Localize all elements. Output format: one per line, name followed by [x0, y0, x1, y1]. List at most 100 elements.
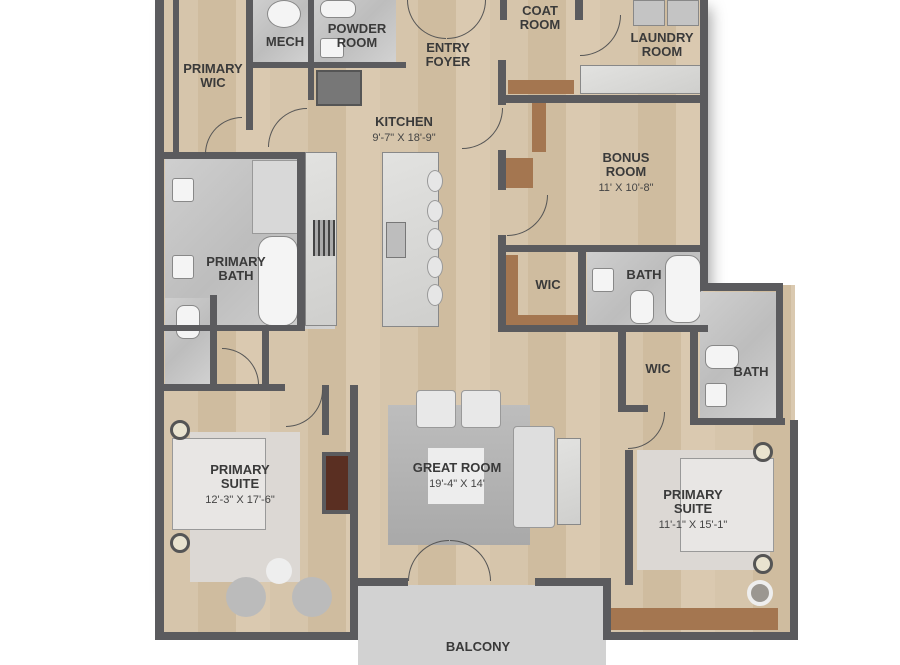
wall: [262, 330, 269, 390]
room-name: PRIMARY SUITE: [210, 462, 270, 491]
room-label-primary-wic: PRIMARY WIC: [178, 62, 248, 90]
laundry-counter: [580, 65, 702, 94]
console-table: [557, 438, 581, 525]
room-dimensions: 19'-4" X 14': [429, 478, 485, 490]
room-label-mech: MECH: [266, 35, 304, 49]
room-name: COAT ROOM: [519, 3, 561, 32]
room-label-bath-2: BATH: [733, 365, 768, 379]
room-label-bonus-room: BONUS ROOM 11' X 10'-8": [581, 151, 671, 195]
room-dimensions: 12'-3" X 17'-6": [205, 494, 275, 506]
room-dimensions: 11'-1" X 15'-1": [658, 519, 728, 531]
room-name: ENTRY FOYER: [425, 40, 471, 69]
wall: [173, 0, 179, 155]
wic-shelving: [506, 255, 518, 327]
room-label-primary-suite-left: PRIMARY SUITE 12'-3" X 17'-6": [200, 463, 280, 507]
wall: [625, 450, 633, 585]
room-name: LAUNDRY ROOM: [630, 30, 694, 59]
toilet-icon: [705, 345, 739, 369]
plant-icon: [747, 580, 773, 606]
bar-stool-icon: [427, 200, 443, 222]
nightstand-icon: [753, 442, 773, 462]
dryer-icon: [667, 0, 699, 26]
suite-dresser: [610, 608, 778, 630]
bed-icon: [680, 458, 774, 552]
sink-icon: [705, 383, 727, 407]
nightstand-icon: [753, 554, 773, 574]
room-name: POWDER ROOM: [327, 21, 387, 50]
fridge-icon: [316, 70, 362, 106]
toilet-icon: [320, 0, 356, 18]
room-name: PRIMARY BATH: [206, 254, 266, 283]
sink-icon: [172, 255, 194, 279]
room-label-primary-bath: PRIMARY BATH: [201, 255, 271, 283]
wall: [618, 330, 626, 410]
room-label-wic-2: WIC: [645, 362, 670, 376]
coat-room-shelf: [508, 80, 574, 94]
water-heater-icon: [267, 0, 301, 28]
wall: [618, 405, 648, 412]
bar-stool-icon: [427, 170, 443, 192]
cooktop-icon: [313, 220, 335, 256]
wall: [155, 0, 164, 640]
wall: [498, 245, 708, 252]
wall: [350, 578, 408, 586]
wall: [155, 632, 355, 640]
wall: [155, 384, 285, 391]
room-name: BALCONY: [445, 639, 511, 654]
room-label-balcony: BALCONY: [446, 640, 510, 654]
wall: [700, 0, 708, 290]
armchair-icon: [461, 390, 501, 428]
room-label-entry-foyer: ENTRY FOYER: [423, 41, 473, 69]
wall: [297, 152, 305, 327]
wall: [498, 60, 506, 105]
side-table-icon: [266, 558, 292, 584]
room-label-wic: WIC: [535, 278, 560, 292]
bonus-room-cabinet: [505, 158, 533, 188]
wall: [790, 420, 798, 640]
toilet-icon: [630, 290, 654, 324]
sink-icon: [172, 178, 194, 202]
bar-stool-icon: [427, 256, 443, 278]
wall: [690, 330, 698, 420]
room-name: PRIMARY SUITE: [663, 487, 723, 516]
bed-icon: [172, 438, 266, 530]
room-name: BATH: [733, 364, 769, 379]
wall: [498, 150, 506, 190]
bonus-room-shelf: [532, 102, 546, 152]
room-name: BONUS ROOM: [602, 150, 650, 179]
sofa-icon: [513, 426, 555, 528]
wic-shelving: [506, 315, 580, 327]
wall: [210, 295, 217, 385]
shower-area: [252, 160, 298, 234]
room-label-bath: BATH: [626, 268, 661, 282]
wall: [246, 62, 406, 68]
wall: [700, 283, 782, 291]
bar-stool-icon: [427, 284, 443, 306]
wall: [498, 235, 506, 330]
wall: [498, 325, 708, 332]
wall: [575, 0, 583, 20]
wall: [350, 385, 358, 640]
room-label-coat-room: COAT ROOM: [515, 4, 565, 32]
armchair-icon: [226, 577, 266, 617]
fireplace-icon: [322, 452, 352, 514]
toilet-icon: [176, 305, 200, 339]
sink-icon: [592, 268, 614, 292]
bar-stool-icon: [427, 228, 443, 250]
room-label-laundry-room: LAUNDRY ROOM: [627, 31, 697, 59]
room-name: MECH: [265, 34, 305, 49]
room-label-primary-suite-right: PRIMARY SUITE 11'-1" X 15'-1": [653, 488, 733, 532]
wall: [155, 325, 305, 331]
wall: [498, 95, 705, 103]
room-dimensions: 11' X 10'-8": [598, 182, 654, 194]
balcony-floor: [358, 585, 606, 665]
room-name: WIC: [645, 361, 671, 376]
washer-icon: [633, 0, 665, 26]
armchair-icon: [416, 390, 456, 428]
sink-icon: [320, 38, 344, 58]
wall: [322, 385, 329, 435]
nightstand-icon: [170, 420, 190, 440]
room-label-powder-room: POWDER ROOM: [327, 22, 387, 50]
